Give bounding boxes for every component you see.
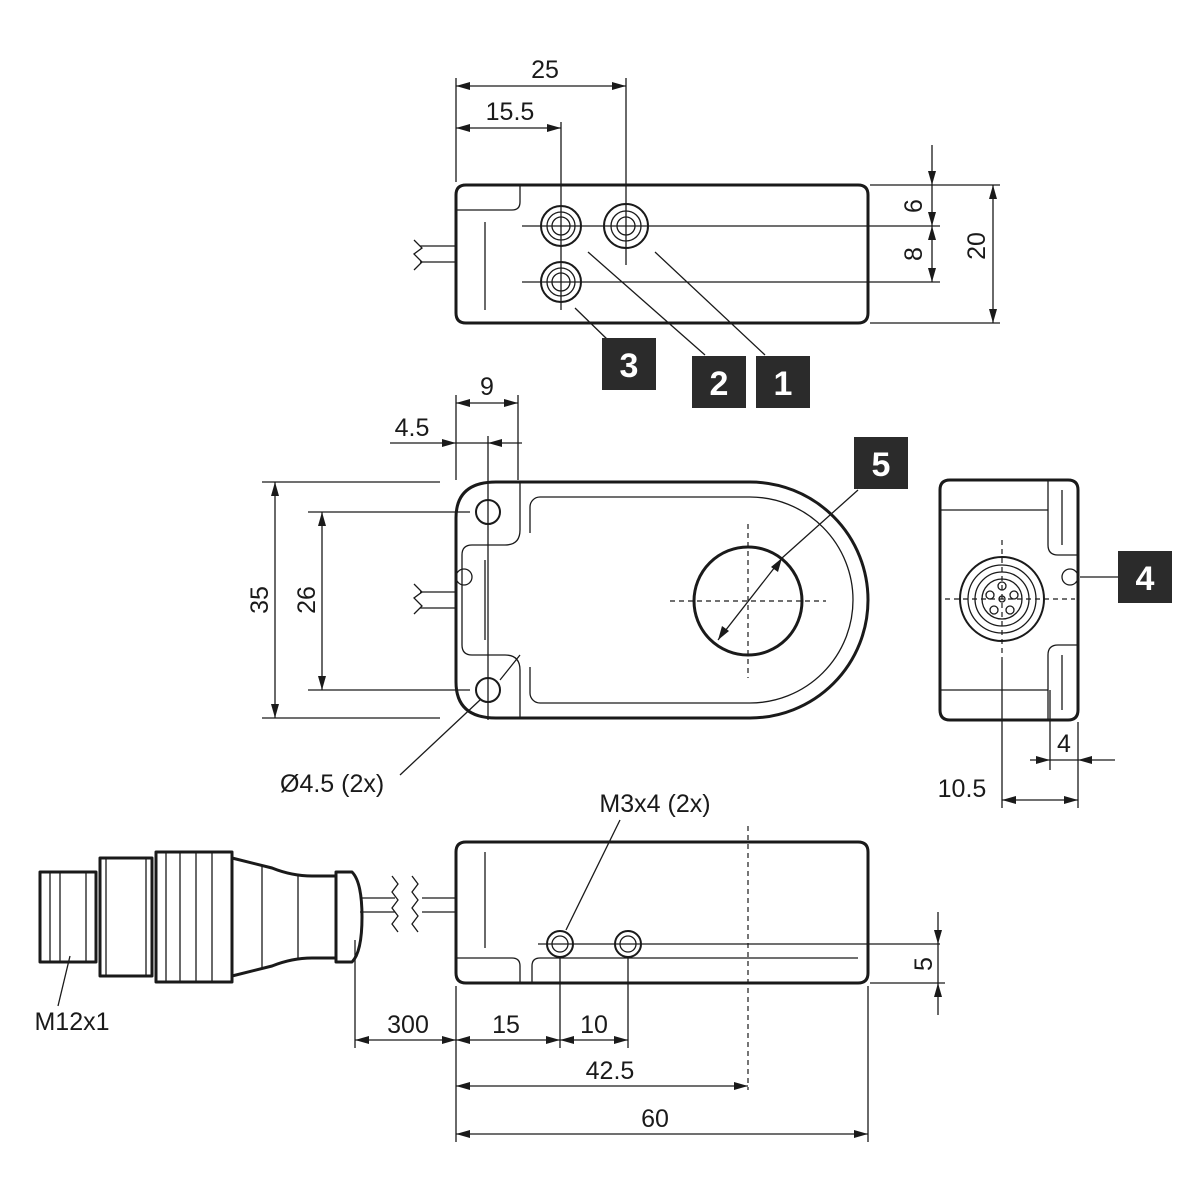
thread-label: M3x4 (2x) bbox=[599, 790, 710, 818]
m12-connector bbox=[38, 850, 364, 1007]
front-view: 9 4.5 35 26 Ø4.5 (2x) 5 bbox=[246, 373, 908, 798]
badge-3: 3 bbox=[602, 338, 656, 390]
dim-35: 35 bbox=[246, 586, 274, 614]
bottom-view: M3x4 (2x) M12x1 bbox=[34, 790, 945, 1142]
badge-1: 1 bbox=[756, 356, 810, 408]
hole-diameter-label: Ø4.5 (2x) bbox=[280, 770, 384, 798]
dim-25: 25 bbox=[531, 56, 559, 84]
dim-60: 60 bbox=[641, 1105, 669, 1133]
svg-text:2: 2 bbox=[710, 365, 729, 403]
side-view: 4 10.5 4 bbox=[938, 478, 1172, 808]
dim-15-5: 15.5 bbox=[486, 98, 535, 126]
dim-8: 8 bbox=[900, 247, 928, 261]
dim-20: 20 bbox=[963, 232, 991, 260]
dim-300: 300 bbox=[387, 1011, 429, 1039]
dim-42-5: 42.5 bbox=[586, 1057, 635, 1085]
dim-4: 4 bbox=[1057, 730, 1071, 758]
dim-4-5: 4.5 bbox=[395, 414, 430, 442]
top-view: 25 15.5 6 8 20 3 2 1 bbox=[413, 56, 1000, 408]
dim-26: 26 bbox=[293, 586, 321, 614]
dim-15: 15 bbox=[492, 1011, 520, 1039]
dim-5: 5 bbox=[910, 957, 938, 971]
svg-text:3: 3 bbox=[620, 347, 639, 385]
badge-2: 2 bbox=[692, 356, 746, 408]
badge-5: 5 bbox=[854, 437, 908, 489]
dim-10: 10 bbox=[580, 1011, 608, 1039]
dim-9: 9 bbox=[480, 373, 494, 401]
badge-4: 4 bbox=[1118, 551, 1172, 603]
svg-text:5: 5 bbox=[872, 446, 891, 484]
dim-10-5: 10.5 bbox=[938, 775, 987, 803]
connector-label: M12x1 bbox=[34, 1008, 109, 1036]
dim-6: 6 bbox=[900, 199, 928, 213]
svg-text:1: 1 bbox=[774, 365, 793, 403]
svg-text:4: 4 bbox=[1136, 560, 1155, 598]
